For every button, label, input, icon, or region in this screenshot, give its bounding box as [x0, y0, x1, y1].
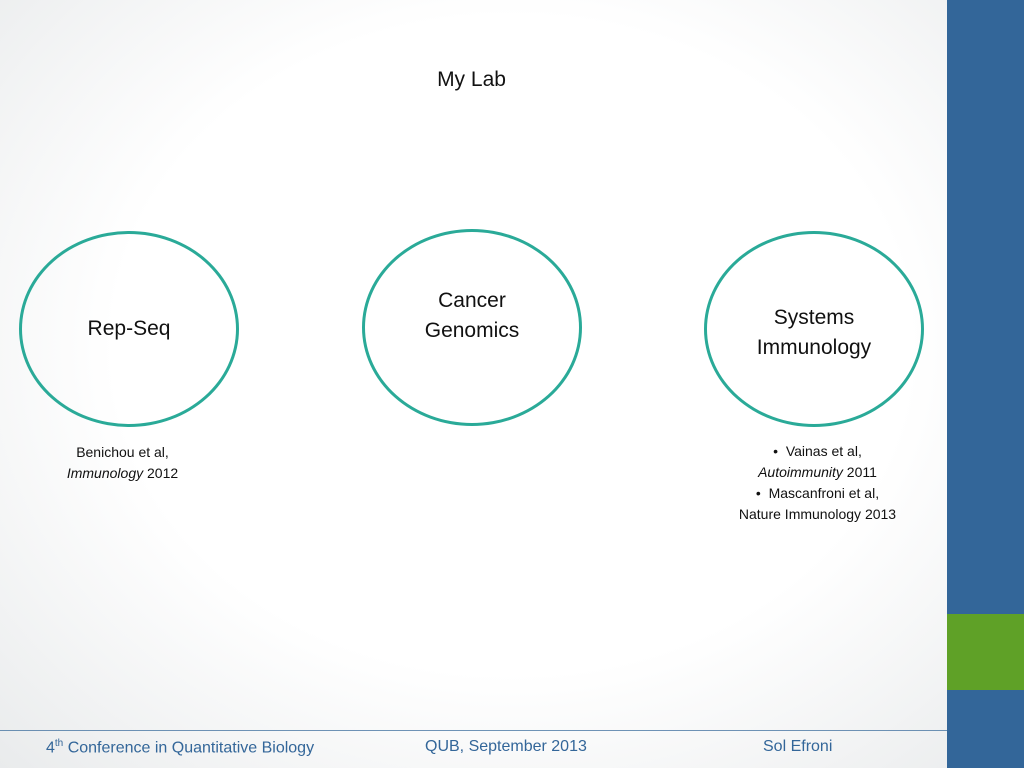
circle-label: Systems Immunology — [756, 306, 872, 359]
sidebar-accent-block — [947, 614, 1024, 690]
footer-author: Sol Efroni — [763, 738, 833, 755]
reference-item-continuation: Autoimmunity 2011 — [758, 464, 877, 480]
reference-item-continuation: Nature Immunology 2013 — [738, 506, 897, 522]
circle-label: Cancer Genomics — [424, 288, 520, 342]
slide-title: My Lab — [437, 68, 506, 91]
circle-systems-immunology: Systems Immunology — [704, 231, 924, 427]
reference-rep-seq: Benichou et al, Immunology 2012 — [66, 444, 179, 481]
reference-item: • Vainas et al, — [773, 443, 862, 459]
sidebar-bar — [947, 0, 1024, 768]
footer-venue: QUB, September 2013 — [425, 738, 587, 755]
footer-conference: 4th Conference in Quantitative Biology — [46, 738, 315, 757]
circle-rep-seq: Rep-Seq — [19, 231, 239, 427]
reference-item: • Mascanfroni et al, — [755, 485, 880, 501]
reference-list-systems-immunology: • Vainas et al, Autoimmunity 2011 • Masc… — [700, 441, 935, 525]
circle-label: Rep-Seq — [87, 317, 171, 340]
circle-cancer-genomics: Cancer Genomics — [362, 229, 582, 426]
footer-divider — [0, 730, 947, 731]
